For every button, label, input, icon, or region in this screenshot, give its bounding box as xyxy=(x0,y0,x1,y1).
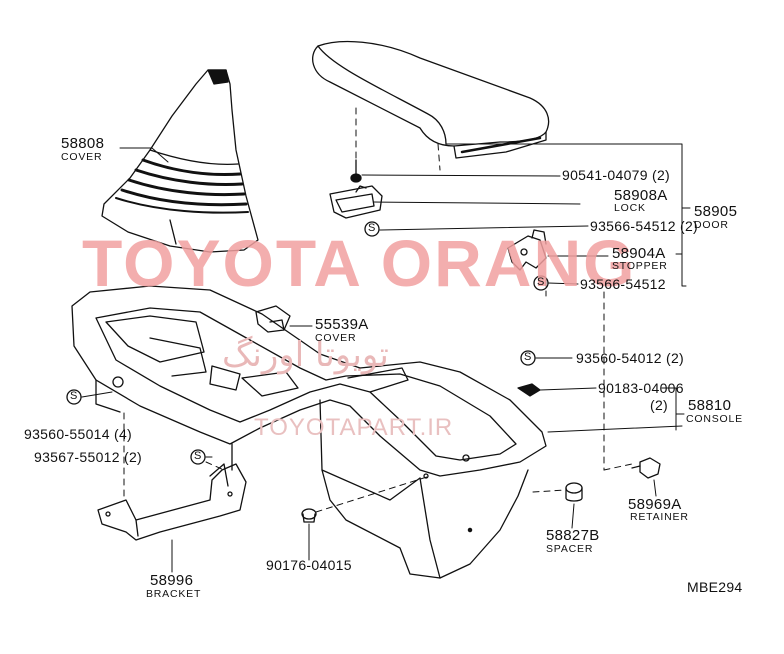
screw-s-1: S xyxy=(368,222,376,234)
label-58827b-desc: SPACER xyxy=(546,543,594,555)
label-93566-b-number: 93566-54512 xyxy=(580,276,666,292)
door-bolt xyxy=(350,159,362,183)
lock-part xyxy=(329,185,383,219)
label-55539a-desc: COVER xyxy=(315,332,357,344)
label-58810-number: 58810 xyxy=(688,397,732,414)
label-58996-desc: BRACKET xyxy=(146,588,202,600)
screw-s-2: S xyxy=(537,276,545,288)
label-55539a-number: 55539A xyxy=(315,316,369,333)
spacer-part xyxy=(565,482,583,502)
label-93567-number: 93567-55012 (2) xyxy=(34,449,143,465)
shift-boot-cover xyxy=(101,69,259,253)
label-93566-a-number: 93566-54512 (2) xyxy=(590,218,699,234)
label-58905-desc: DOOR xyxy=(694,219,729,231)
clip-part-90183 xyxy=(517,383,541,397)
label-93560-a-number: 93560-54012 (2) xyxy=(576,350,685,366)
url-watermark: TOYOTAPART.IR xyxy=(254,414,454,441)
label-58969a-desc: RETAINER xyxy=(630,511,689,523)
bracket-part xyxy=(97,463,247,541)
label-58969a-number: 58969A xyxy=(628,496,682,513)
armrest-door xyxy=(312,40,550,159)
label-90541-number: 90541-04079 (2) xyxy=(562,167,671,183)
retainer-part xyxy=(631,457,661,479)
label-58810-desc: CONSOLE xyxy=(686,413,743,425)
label-58905-number: 58905 xyxy=(694,203,738,220)
label-58908a-number: 58908A xyxy=(614,187,668,204)
label-58808-desc: COVER xyxy=(61,151,103,163)
stopper-part xyxy=(507,229,547,271)
leader-lines xyxy=(81,143,691,573)
label-58827b-number: 58827B xyxy=(546,527,600,544)
clip-part xyxy=(301,508,317,523)
brand-watermark: TOYOTA ORANG xyxy=(82,226,637,300)
label-58904a-number: 58904A xyxy=(612,245,666,262)
label-58908a-desc: LOCK xyxy=(614,202,646,214)
label-93560-b-number: 93560-55014 (4) xyxy=(24,426,133,442)
label-90176-number: 90176-04015 xyxy=(266,557,352,573)
label-58808-number: 58808 xyxy=(61,135,105,152)
assembly-dashes xyxy=(123,107,633,513)
diagram-code: MBE294 xyxy=(687,579,743,595)
small-cover-part xyxy=(255,305,291,333)
label-90183-qty: (2) xyxy=(650,397,669,413)
label-90183-number: 90183-04006 xyxy=(598,380,684,396)
persian-watermark: تویوتا اورنگ xyxy=(222,335,389,375)
screw-s-4: S xyxy=(70,390,78,402)
screw-s-3: S xyxy=(524,351,532,363)
label-58904a-desc: STOPPER xyxy=(612,260,668,272)
screw-s-5: S xyxy=(194,450,202,462)
console-body xyxy=(71,285,547,579)
label-58996-number: 58996 xyxy=(150,572,194,589)
